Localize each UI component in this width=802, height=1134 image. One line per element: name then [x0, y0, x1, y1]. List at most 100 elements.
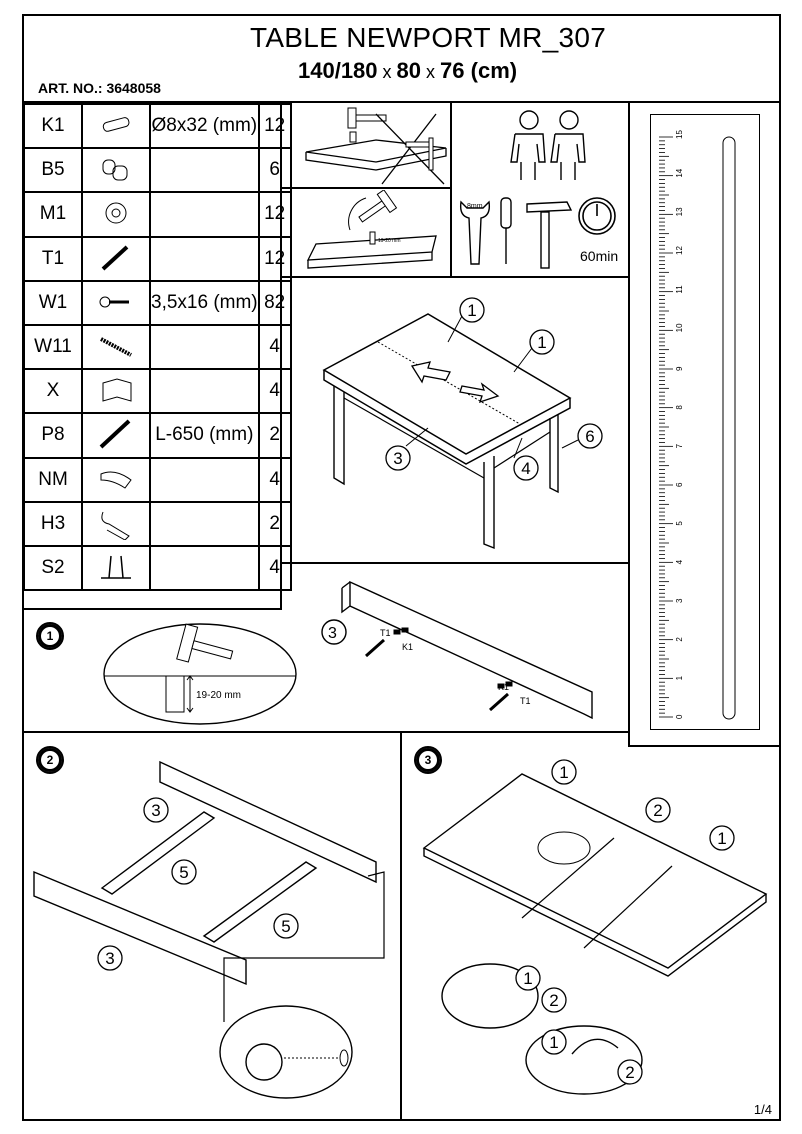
- grid-line: [628, 101, 630, 747]
- callout-label: 2: [549, 991, 558, 1010]
- step-2-frame-diagram: 3 5 5 3: [33, 760, 385, 1099]
- callout-label: 1: [523, 969, 532, 988]
- svg-text:T1: T1: [520, 696, 531, 706]
- part-code: X: [23, 368, 83, 415]
- step-1-badge: 1: [36, 622, 64, 650]
- ruler-tick-label: 15: [675, 130, 684, 139]
- dowel-icon: [102, 117, 130, 132]
- ruler-tick-label: 14: [675, 168, 684, 177]
- clamp-icon: [100, 471, 132, 489]
- part-row: H3 2: [23, 500, 292, 547]
- step-1-part-label: 3: [328, 625, 337, 642]
- assembly-time: 60min: [580, 248, 619, 264]
- step-1-rail-diagram: 3 T1 K1 K1 T1: [321, 580, 593, 720]
- product-title: TABLE NEWPORT MR_307: [250, 22, 607, 53]
- ruler-tick-label: 9: [675, 366, 684, 371]
- ruler-tick-label: 5: [675, 521, 684, 526]
- clock-icon: [578, 197, 616, 235]
- callout-label: 3: [393, 449, 402, 468]
- part-quantity: 2: [257, 412, 292, 459]
- part-spec: [149, 500, 260, 547]
- part-quantity: 12: [257, 102, 292, 150]
- table-overview-diagram: 1 1 3 4 6: [322, 297, 603, 550]
- part-quantity: 2: [257, 500, 292, 547]
- ruler-tick-label: 10: [675, 323, 684, 332]
- callout-label: 2: [653, 801, 662, 820]
- callout-label: 1: [537, 333, 546, 352]
- cam-bolt-icon: [102, 159, 128, 181]
- long-screw-icon: [100, 337, 132, 357]
- ruler-tick-label: 3: [675, 598, 684, 603]
- part-code: M1: [23, 191, 83, 238]
- svg-text:19-20 mm: 19-20 mm: [378, 238, 401, 244]
- callout-label: 5: [281, 917, 290, 936]
- two-persons-icon: [510, 110, 586, 180]
- grid-line: [22, 731, 630, 733]
- tools-panel: 8mm: [459, 110, 616, 269]
- part-quantity: 82: [257, 279, 292, 326]
- part-spec: [149, 456, 260, 503]
- part-spec: [149, 368, 260, 415]
- part-code: H3: [23, 500, 83, 547]
- grid-line: [450, 101, 452, 278]
- part-code: B5: [23, 147, 83, 194]
- part-code: T1: [23, 235, 83, 282]
- callout-label: 1: [559, 763, 568, 782]
- part-spec: Ø8x32 (mm): [149, 102, 260, 150]
- part-code: W11: [23, 323, 83, 371]
- part-quantity: 4: [257, 456, 292, 503]
- callout-label: 1: [467, 301, 476, 320]
- ruler-tick-label: 8: [675, 405, 684, 410]
- part-quantity: 4: [257, 323, 292, 371]
- part-spec: [149, 191, 260, 238]
- hammer-icon: [526, 201, 573, 269]
- cam-lock-icon: [105, 202, 127, 224]
- screw-bolt-icon: [101, 245, 129, 271]
- header-divider: [22, 101, 781, 103]
- callout-label: 3: [105, 949, 114, 968]
- part-spec: [149, 544, 260, 592]
- step-1-dowel-diagram: 19-20 mm: [103, 623, 297, 725]
- part-code: K1: [23, 102, 83, 150]
- grid-line: [400, 731, 402, 1121]
- part-row: B5 6: [23, 147, 292, 194]
- part-spec: [149, 147, 260, 194]
- ruler-tick-label: 13: [675, 207, 684, 216]
- wood-screw-icon: [99, 296, 129, 308]
- grid-line: [280, 187, 450, 189]
- svg-text:K1: K1: [498, 682, 509, 692]
- page-number: 1/4: [753, 1102, 772, 1117]
- part-row: W11 4: [23, 323, 292, 371]
- callout-label: 2: [625, 1063, 634, 1082]
- callout-label: 6: [585, 427, 594, 446]
- part-row: T1 12: [23, 235, 292, 282]
- hook-icon: [101, 511, 130, 540]
- step-3-badge: 3: [414, 746, 442, 774]
- part-quantity: 6: [257, 147, 292, 194]
- ruler-tick-label: 6: [675, 482, 684, 487]
- ruler-tick-label: 2: [675, 637, 684, 642]
- callout-label: 3: [151, 801, 160, 820]
- svg-text:K1: K1: [402, 642, 413, 652]
- callout-label: 1: [549, 1033, 558, 1052]
- part-spec: [149, 323, 260, 371]
- corner-bracket-icon: [102, 378, 132, 402]
- screwdriver-icon: [500, 197, 512, 264]
- part-quantity: 4: [257, 368, 292, 415]
- rail-icon: [99, 419, 131, 449]
- callout-label: 4: [521, 459, 530, 478]
- hammer-dowel-diagram: [305, 107, 447, 185]
- part-quantity: 12: [257, 235, 292, 282]
- grid-line: [280, 276, 630, 278]
- callout-label: 5: [179, 863, 188, 882]
- part-spec: 3,5x16 (mm): [149, 279, 260, 326]
- ruler-tick-label: 4: [675, 559, 684, 564]
- step-2-badge: 2: [36, 746, 64, 774]
- wrench-size-label: 8mm: [467, 203, 483, 210]
- product-dimensions: 140/180 x 80 x 76 (cm): [298, 58, 518, 83]
- article-number: ART. NO.: 3648058: [38, 80, 161, 96]
